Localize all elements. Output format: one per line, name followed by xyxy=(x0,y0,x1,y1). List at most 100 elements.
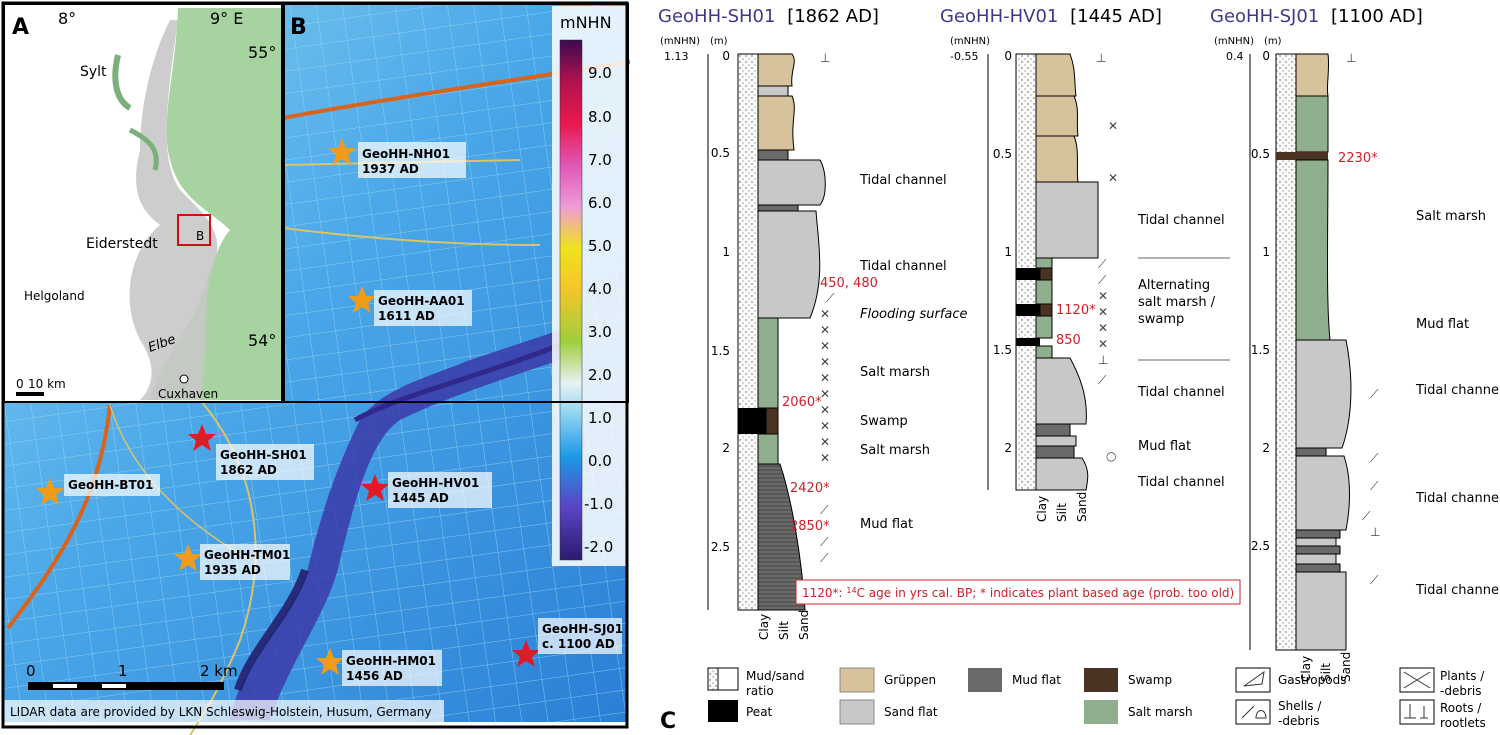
core-title-hv01: GeoHH-HV01 [1445 AD] xyxy=(940,6,1162,27)
legend-label: Gastropods xyxy=(1278,673,1346,687)
depth-tick: 2 xyxy=(1262,441,1270,455)
legend-tick: 4.0 xyxy=(588,280,612,298)
depth-axis: 0 0.5 1 1.5 2 xyxy=(993,49,1012,455)
depth-tick: 0 xyxy=(1262,49,1270,63)
depth-tick: 1 xyxy=(1262,245,1270,259)
svg-text:⟋: ⟋ xyxy=(1370,451,1379,465)
svg-text:✕: ✕ xyxy=(820,323,830,337)
elevation-legend-title: mNHN xyxy=(560,13,612,32)
svg-text:⟋: ⟋ xyxy=(1098,373,1107,387)
grain-label: Sand xyxy=(1075,492,1089,522)
age-date: 2850* xyxy=(790,519,830,534)
site-age: 1935 AD xyxy=(204,563,261,577)
site-bt01: GeoHH-BT01 xyxy=(36,474,160,505)
elevation-legend-ticks: 9.0 8.0 7.0 6.0 5.0 4.0 3.0 2.0 1.0 0.0 … xyxy=(584,64,613,556)
grain-label: Clay xyxy=(1299,656,1313,682)
tidal-channel-depression xyxy=(230,330,560,720)
facies-labels: Tidal channel Alternating salt marsh / s… xyxy=(1137,213,1225,490)
grain-size-axis: Clay Silt Sand xyxy=(757,610,811,640)
depth-tick: 0 xyxy=(722,49,730,63)
svg-text:✕: ✕ xyxy=(1108,171,1118,185)
shell-icon xyxy=(1241,705,1267,719)
site-nh01: GeoHH-NH01 1937 AD xyxy=(328,138,466,178)
legend-label: Salt marsh xyxy=(1128,705,1193,719)
site-star-icon xyxy=(188,424,216,451)
facies-label: salt marsh / xyxy=(1138,295,1216,310)
place-cuxhaven: Cuxhaven xyxy=(158,387,218,401)
legend-label: Swamp xyxy=(1128,673,1172,687)
legend-tick: 1.0 xyxy=(588,409,612,427)
core-hv01: (mNHN) -0.55 0 0.5 1 1.5 2 1120* 850 xyxy=(950,36,1230,522)
svg-text:✕: ✕ xyxy=(820,339,830,353)
legend-label: -debris xyxy=(1278,714,1319,728)
site-star-icon xyxy=(36,478,64,505)
core-sj01: (mNHN) (m) 0.4 0 0.5 1 1.5 2 2.5 2230* ⊥… xyxy=(1214,36,1500,682)
place-sylt: Sylt xyxy=(80,64,107,80)
site-age: c. 1100 AD xyxy=(542,637,615,651)
facies-label: Salt marsh xyxy=(1416,209,1486,224)
svg-text:✕: ✕ xyxy=(1108,119,1118,133)
site-star-icon xyxy=(316,648,344,675)
grain-label: Silt xyxy=(777,621,791,640)
top-elevation: 1.13 xyxy=(664,50,689,63)
facies-label: Tidal channel xyxy=(859,259,947,274)
grain-label: Clay xyxy=(757,614,771,640)
site-sj01: GeoHH-SJ01 c. 1100 AD xyxy=(512,618,623,667)
facies-label: Mud flat xyxy=(860,517,913,532)
svg-text:○: ○ xyxy=(1106,449,1116,463)
site-id: GeoHH-NH01 xyxy=(362,147,450,161)
site-id: GeoHH-AA01 xyxy=(378,294,465,308)
depth-tick: 1.5 xyxy=(993,343,1012,357)
svg-text:⟋: ⟋ xyxy=(820,551,829,565)
age-date: 850 xyxy=(1056,333,1081,348)
site-id: GeoHH-BT01 xyxy=(68,478,153,492)
unit-m: (m) xyxy=(710,36,728,47)
grain-size-axis: Clay Silt Sand xyxy=(1299,652,1353,682)
facies-label: Swamp xyxy=(860,414,908,429)
depth-axis: 0 0.5 1 1.5 2 2.5 xyxy=(1251,49,1270,553)
age-date: 1120* xyxy=(1056,303,1096,318)
legend-tick: 5.0 xyxy=(588,237,612,255)
plant-debris-icon: ⊥ ⟋✕✕✕ ✕✕✕✕ ✕✕✕⟋ ⟋⟋ xyxy=(820,51,835,565)
panel-b-location-box xyxy=(177,214,211,246)
svg-text:⟋: ⟋ xyxy=(1370,479,1379,493)
top-elevation: 0.4 xyxy=(1226,50,1244,63)
legend-swatch xyxy=(968,668,1002,692)
legend-label: rootlets xyxy=(1440,716,1486,730)
scalebar-label: 2 km xyxy=(200,662,238,680)
plant-debris-icon: ⊥✕✕ ⟋⟋✕✕ ✕✕⊥⟋ ○ xyxy=(1096,51,1118,463)
age-date: 2420* xyxy=(790,481,830,496)
legend-label: ratio xyxy=(746,684,774,698)
site-hm01: GeoHH-HM01 1456 AD xyxy=(316,648,442,686)
legend-label: Mud flat xyxy=(1012,673,1061,687)
grain-label: Clay xyxy=(1035,496,1049,522)
svg-text:⊥: ⊥ xyxy=(1346,51,1356,65)
age-note: 1120*: 14C age in yrs cal. BP; * indicat… xyxy=(795,579,1241,605)
svg-text:1120*: 14C age in yrs cal. BP;: 1120*: 14C age in yrs cal. BP; * indicat… xyxy=(802,586,1234,600)
svg-text:✕: ✕ xyxy=(1098,321,1108,335)
grain-size-axis: Clay Silt Sand xyxy=(1035,492,1089,522)
site-age: 1937 AD xyxy=(362,162,419,176)
legend-tick: 8.0 xyxy=(588,108,612,126)
svg-text:✕: ✕ xyxy=(820,307,830,321)
svg-text:✕: ✕ xyxy=(820,419,830,433)
age-date: 2230* xyxy=(1338,151,1378,166)
depth-tick: 0.5 xyxy=(1251,147,1270,161)
lidar-credit: LIDAR data are provided by LKN Schleswig… xyxy=(10,705,432,719)
panel-b-box-label: B xyxy=(196,229,204,243)
site-aa01: GeoHH-AA01 1611 AD xyxy=(348,286,472,326)
place-helgoland: Helgoland xyxy=(24,289,85,303)
legend-tick: 2.0 xyxy=(588,366,612,384)
grain-label: Sand xyxy=(797,610,811,640)
scalebar-label: 0 xyxy=(26,662,36,680)
legend-label: Peat xyxy=(746,705,773,719)
roots-icon xyxy=(1404,704,1428,719)
site-age: 1456 AD xyxy=(346,669,403,683)
unit-mnhn: (mNHN) xyxy=(660,36,700,47)
facies-label: swamp xyxy=(1138,312,1184,327)
svg-text:⊥: ⊥ xyxy=(820,51,830,65)
facies-label: Alternating xyxy=(1138,278,1210,293)
svg-text:✕: ✕ xyxy=(1098,289,1108,303)
depth-tick: 2 xyxy=(722,441,730,455)
legend-tick: 9.0 xyxy=(588,64,612,82)
